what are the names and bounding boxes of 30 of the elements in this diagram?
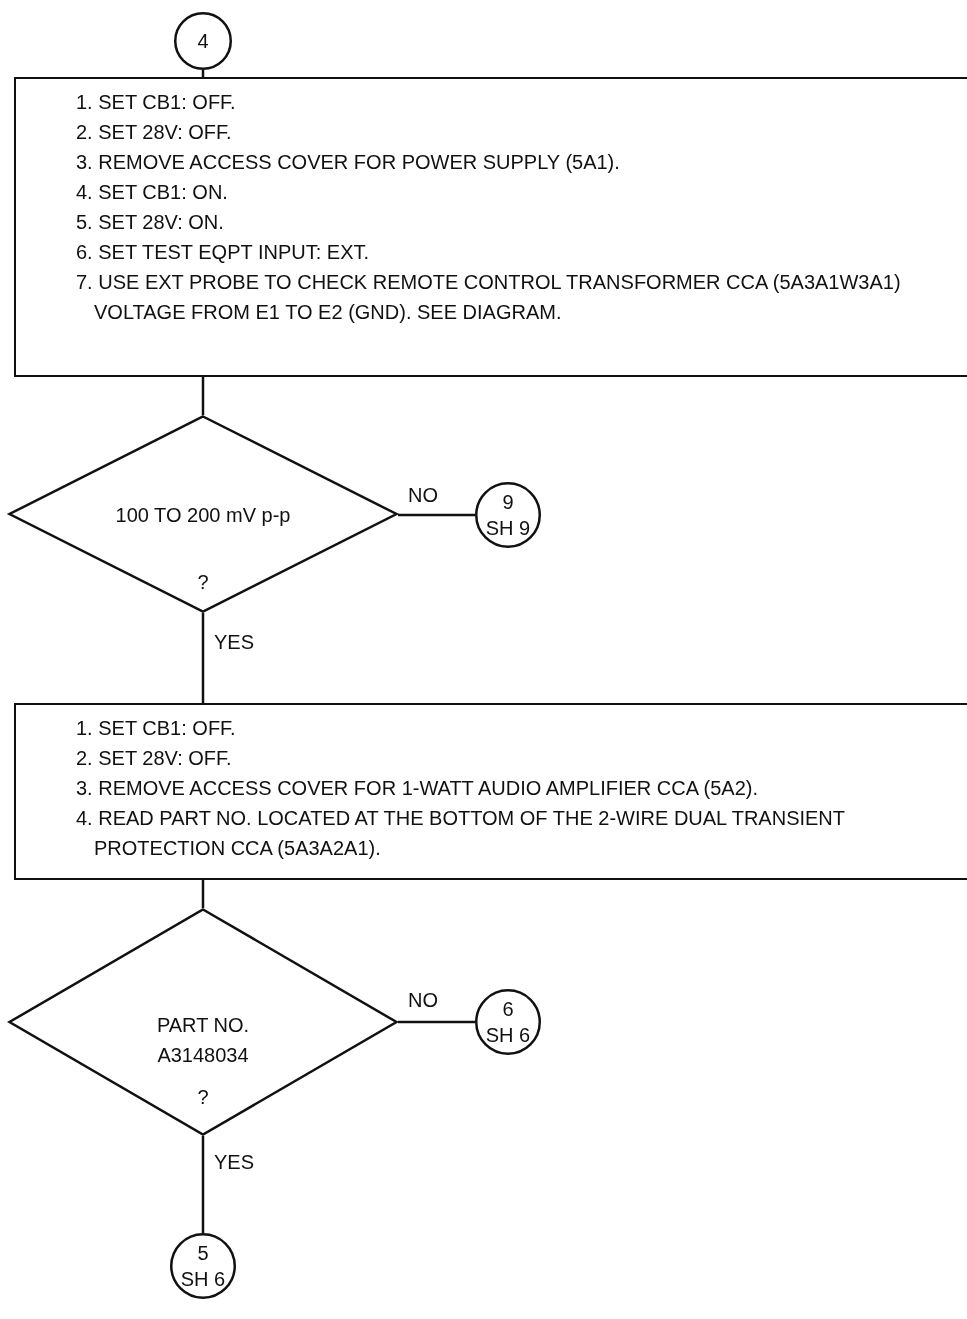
step-text: 5. SET 28V: ON. <box>76 210 225 235</box>
flow-line <box>201 613 205 703</box>
step-text: 6. SET TEST EQPT INPUT: EXT. <box>76 240 371 265</box>
step-text: 7. USE EXT PROBE TO CHECK REMOTE CONTROL TRANSFORMER CCA (5A3A1W3A1) VOLTAGE FROM E1 TO E2 (GND). SEE DIAGRAM. <box>76 270 902 325</box>
flow-line <box>201 377 205 415</box>
step-text: 2. SET 28V: OFF. <box>76 120 233 145</box>
decision-text: 100 TO 200 mV p-p <box>115 503 291 528</box>
step-text: 1. SET CB1: OFF. <box>76 90 237 115</box>
decision-text: ? <box>197 570 209 595</box>
step-text: 4. SET CB1: ON. <box>76 180 229 205</box>
step-text: 4. READ PART NO. LOCATED AT THE BOTTOM OF THE 2-WIRE DUAL TRANSIENT PROTECTION CCA (5A3A2A1). <box>76 806 846 861</box>
process-box <box>14 703 967 880</box>
flow-line <box>201 1136 205 1233</box>
decision-text: PART NO. A3148034 <box>155 1013 251 1068</box>
flow-line <box>201 880 205 908</box>
step-text: 3. REMOVE ACCESS COVER FOR POWER SUPPLY (5A1). <box>76 150 621 175</box>
step-text: 2. SET 28V: OFF. <box>76 746 233 771</box>
connector-text: SH 6 <box>180 1267 226 1292</box>
flow-line <box>398 1020 475 1024</box>
connector-text: 9 <box>502 490 514 515</box>
connector-text: SH 6 <box>485 1023 531 1048</box>
flow-line <box>398 513 475 517</box>
step-text: 3. REMOVE ACCESS COVER FOR 1-WATT AUDIO AMPLIFIER CCA (5A2). <box>76 776 759 801</box>
process-box <box>14 77 967 377</box>
connector-text: SH 9 <box>485 516 531 541</box>
decision-text: ? <box>197 1085 209 1110</box>
connector-text: 4 <box>197 29 209 54</box>
connector-text: 5 <box>197 1241 209 1266</box>
connector-text: 6 <box>502 997 514 1022</box>
step-text: 1. SET CB1: OFF. <box>76 716 237 741</box>
